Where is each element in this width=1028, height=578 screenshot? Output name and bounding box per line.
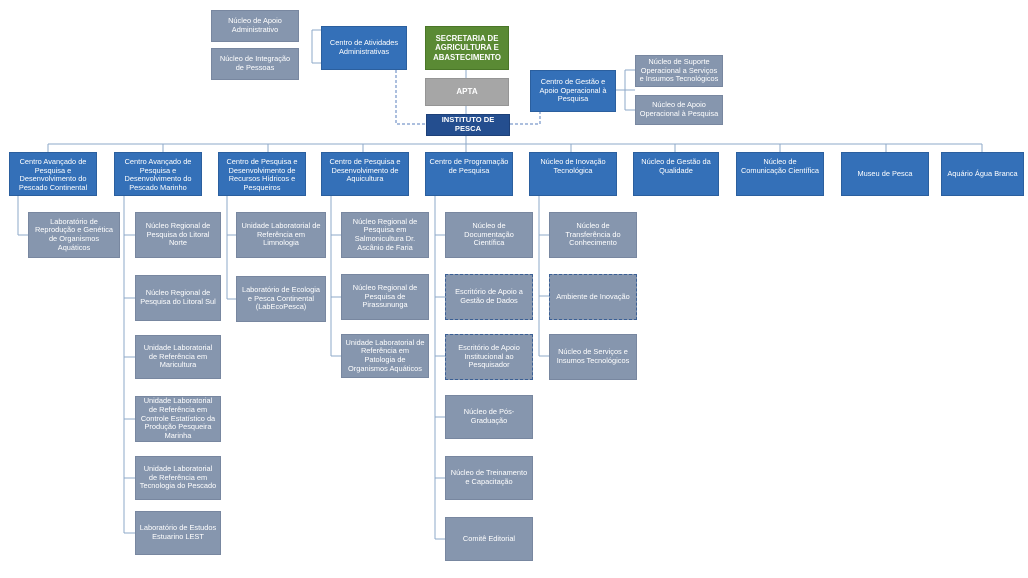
- nucleo-integracao-pessoas: Núcleo de Integração de Pessoas: [211, 48, 299, 80]
- child-nucleo-pirassununga: Núcleo Regional de Pesquisa de Pirassunu…: [341, 274, 429, 320]
- branch-aquario-agua-branca: Aquário Água Branca: [941, 152, 1024, 196]
- child-nucleo-servicos-insumos: Núcleo de Serviços e Insumos Tecnológico…: [549, 334, 637, 380]
- branch-gestao-qualidade: Núcleo de Gestão da Qualidade: [633, 152, 719, 196]
- child-lab-estudos-estuarino: Laboratório de Estudos Estuarino LEST: [135, 511, 221, 555]
- child-nucleo-salmonicultura: Núcleo Regional de Pesquisa em Salmonicu…: [341, 212, 429, 258]
- child-nucleo-litoral-norte: Núcleo Regional de Pesquisa do Litoral N…: [135, 212, 221, 258]
- child-ulr-limnologia: Unidade Laboratorial de Referência em Li…: [236, 212, 326, 258]
- child-escritorio-apoio-pesquisador: Escritório de Apoio Institucional ao Pes…: [445, 334, 533, 380]
- child-nucleo-pos-graduacao: Núcleo de Pós-Graduação: [445, 395, 533, 439]
- branch-inovacao-tecnologica: Núcleo de Inovação Tecnológica: [529, 152, 617, 196]
- branch-recursos-hidricos: Centro de Pesquisa e Desenvolvimento de …: [218, 152, 306, 196]
- nucleo-apoio-administrativo: Núcleo de Apoio Administrativo: [211, 10, 299, 42]
- child-ulr-tecnologia-pescado: Unidade Laboratorial de Referência em Te…: [135, 456, 221, 500]
- child-lab-reproducao-genetica: Laboratório de Reprodução e Genética de …: [28, 212, 120, 258]
- centro-atividades-administrativas: Centro de Atividades Administrativas: [321, 26, 407, 70]
- secretaria-box: SECRETARIA DE AGRICULTURA E ABASTECIMENT…: [425, 26, 509, 70]
- nucleo-suporte-operacional: Núcleo de Suporte Operacional a Serviços…: [635, 55, 723, 87]
- instituto-de-pesca-box: INSTITUTO DE PESCA: [426, 114, 510, 136]
- child-ambiente-inovacao: Ambiente de Inovação: [549, 274, 637, 320]
- child-labecopesca: Laboratório de Ecologia e Pesca Continen…: [236, 276, 326, 322]
- apta-box: APTA: [425, 78, 509, 106]
- child-nucleo-transferencia: Núcleo de Transferência do Conhecimento: [549, 212, 637, 258]
- child-escritorio-gestao-dados: Escritório de Apoio a Gestão de Dados: [445, 274, 533, 320]
- nucleo-apoio-operacional: Núcleo de Apoio Operacional à Pesquisa: [635, 95, 723, 125]
- child-ulr-patologia: Unidade Laboratorial de Referência em Pa…: [341, 334, 429, 378]
- branch-pescado-continental: Centro Avançado de Pesquisa e Desenvolvi…: [9, 152, 97, 196]
- branch-comunicacao-cientifica: Núcleo de Comunicação Científica: [736, 152, 824, 196]
- child-nucleo-documentacao: Núcleo de Documentação Científica: [445, 212, 533, 258]
- child-ulr-controle-estatistico: Unidade Laboratorial de Referência em Co…: [135, 396, 221, 442]
- branch-museu-de-pesca: Museu de Pesca: [841, 152, 929, 196]
- child-ulr-maricultura: Unidade Laboratorial de Referência em Ma…: [135, 335, 221, 379]
- child-comite-editorial: Comitê Editorial: [445, 517, 533, 561]
- centro-gestao-apoio-operacional: Centro de Gestão e Apoio Operacional à P…: [530, 70, 616, 112]
- branch-pescado-marinho: Centro Avançado de Pesquisa e Desenvolvi…: [114, 152, 202, 196]
- branch-aquicultura: Centro de Pesquisa e Desenvolvimento de …: [321, 152, 409, 196]
- child-nucleo-litoral-sul: Núcleo Regional de Pesquisa do Litoral S…: [135, 275, 221, 321]
- branch-programacao-pesquisa: Centro de Programação de Pesquisa: [425, 152, 513, 196]
- child-nucleo-treinamento: Núcleo de Treinamento e Capacitação: [445, 456, 533, 500]
